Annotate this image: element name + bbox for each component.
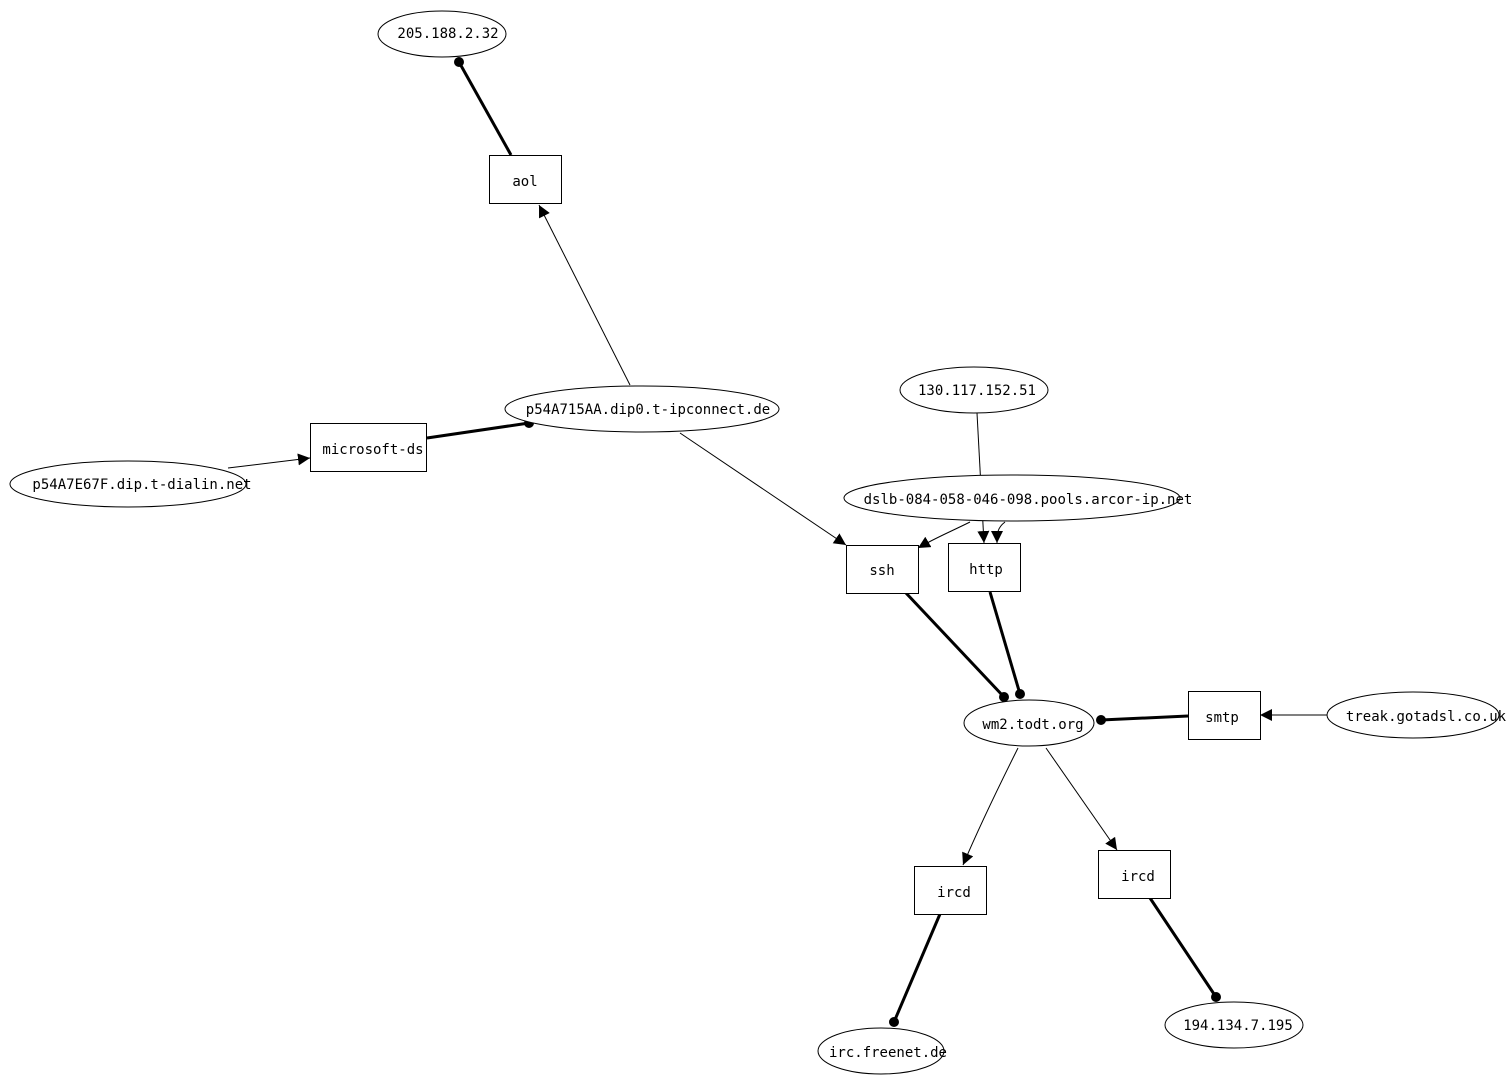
service-label: ssh xyxy=(869,563,894,579)
ellipse-nodes: 205.188.2.32 p54A715AA.dip0.t-ipconnect.… xyxy=(9,10,1507,1075)
service-label: http xyxy=(969,562,1003,578)
service-label: smtp xyxy=(1205,710,1239,726)
dot-wm2-ssh xyxy=(999,692,1009,702)
edges-dot xyxy=(426,61,1218,1023)
edge-ircd1-to-irc xyxy=(892,913,942,1023)
edge-p54a715-to-ssh xyxy=(679,432,847,546)
edge-ircd2-to-194 xyxy=(1148,897,1218,998)
node-label: 130.117.152.51 xyxy=(918,383,1036,399)
service-label: ircd xyxy=(1121,869,1155,885)
node-p54a7e67f[interactable]: p54A7E67F.dip.t-dialin.net xyxy=(9,460,252,508)
edge-wm2-to-ircd2 xyxy=(1045,747,1118,851)
node-194-134-7-195[interactable]: 194.134.7.195 xyxy=(1164,1001,1304,1049)
node-dslb-arcor[interactable]: dslb-084-058-046-098.pools.arcor-ip.net xyxy=(843,474,1193,522)
box-nodes: aol microsoft-ds ssh http smtp ircd ircd xyxy=(310,155,1261,915)
node-label: 205.188.2.32 xyxy=(397,26,498,42)
dot-194 xyxy=(1211,992,1221,1002)
service-aol[interactable]: aol xyxy=(489,155,562,204)
node-wm2-todt-org[interactable]: wm2.todt.org xyxy=(963,699,1095,747)
edge-smtp-to-wm2 xyxy=(1100,714,1189,722)
service-microsoft-ds[interactable]: microsoft-ds xyxy=(310,423,427,472)
node-label: 194.134.7.195 xyxy=(1183,1018,1293,1034)
node-label: p54A715AA.dip0.t-ipconnect.de xyxy=(526,402,770,418)
edge-dslb-to-ssh xyxy=(917,521,971,549)
dot-wm2-smtp xyxy=(1096,715,1106,725)
node-label: dslb-084-058-046-098.pools.arcor-ip.net xyxy=(864,492,1193,508)
edge-p54a715-to-aol xyxy=(538,204,631,386)
edge-ssh-to-wm2 xyxy=(904,591,1006,699)
edge-microsoft-ds-to-p54a715 xyxy=(426,421,530,440)
dot-wm2-http xyxy=(1015,689,1025,699)
node-irc-freenet-de[interactable]: irc.freenet.de xyxy=(817,1027,947,1075)
service-label: ircd xyxy=(937,885,971,901)
node-p54a715aa[interactable]: p54A715AA.dip0.t-ipconnect.de xyxy=(504,385,780,433)
node-label: treak.gotadsl.co.uk xyxy=(1346,709,1507,725)
service-smtp[interactable]: smtp xyxy=(1188,691,1261,740)
service-http[interactable]: http xyxy=(948,543,1021,592)
edge-aol-to-205 xyxy=(457,61,513,156)
node-130-117-152-51[interactable]: 130.117.152.51 xyxy=(899,366,1049,414)
node-treak-gotadsl[interactable]: treak.gotadsl.co.uk xyxy=(1326,691,1507,739)
edge-wm2-to-ircd1 xyxy=(962,747,1019,866)
edge-p54a7e6-to-microsoft-ds xyxy=(227,453,311,469)
edges-arrow xyxy=(227,204,1328,866)
service-ssh[interactable]: ssh xyxy=(846,545,919,594)
service-label: microsoft-ds xyxy=(322,442,423,458)
node-205-188-2-32[interactable]: 205.188.2.32 xyxy=(377,10,507,58)
edge-dslb-to-http xyxy=(991,521,1006,544)
edge-http-to-wm2 xyxy=(988,591,1022,695)
node-label: wm2.todt.org xyxy=(982,717,1083,733)
dot-irc xyxy=(889,1017,899,1027)
service-label: aol xyxy=(512,174,537,190)
service-ircd-left[interactable]: ircd xyxy=(914,866,987,915)
service-ircd-right[interactable]: ircd xyxy=(1098,850,1171,899)
node-label: p54A7E67F.dip.t-dialin.net xyxy=(32,477,251,493)
node-label: irc.freenet.de xyxy=(829,1045,947,1061)
dot-205 xyxy=(454,57,464,67)
